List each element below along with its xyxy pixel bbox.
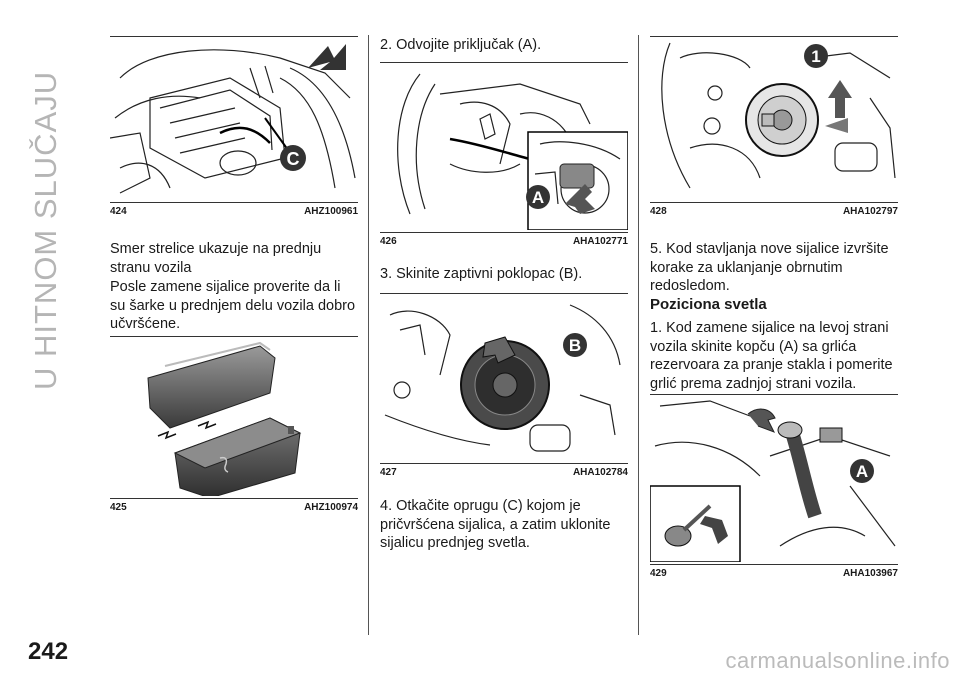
figure-424-number: 424	[110, 206, 127, 217]
figure-427-seal-cap-illustration: B	[380, 295, 628, 461]
step-5-text: 5. Kod stavljanja nove sijalice izvršite…	[650, 241, 889, 294]
figure-426-top-rule	[380, 62, 628, 63]
section-title-text: U HITNOM SLUČAJU	[28, 70, 63, 390]
figure-427-number: 427	[380, 467, 397, 478]
figure-428-code: AHA102797	[842, 206, 898, 217]
figure-429-number: 429	[650, 568, 667, 579]
figure-427-top-rule	[380, 293, 628, 294]
figure-428-top-rule	[650, 36, 898, 37]
figure-428-bottom-rule	[650, 202, 898, 203]
step-2-text: 2. Odvojite priključak (A).	[380, 37, 542, 53]
figure-428-callout: 1	[811, 47, 820, 66]
step-4-text: 4. Otkačite oprugu (C) kojom je pričvršć…	[380, 498, 611, 551]
watermark: carmanualsonline.info	[725, 648, 950, 673]
figure-425-caption: 425 AHZ100974	[110, 502, 358, 513]
figure-426-number: 426	[380, 236, 397, 247]
page-number: 242	[28, 638, 69, 665]
figure-427-bottom-rule	[380, 463, 628, 464]
figure-425-bottom-rule	[110, 498, 358, 499]
figure-429-caption: 429 AHA103967	[650, 568, 898, 579]
heading-position-lights: Poziciona svetla	[650, 296, 767, 313]
figure-424-bottom-rule	[110, 202, 358, 203]
paragraph-arrow-direction: Smer strelice ukazuje na prednju stranu …	[110, 241, 322, 276]
figure-429-top-rule	[650, 394, 898, 395]
figure-425-number: 425	[110, 502, 127, 513]
figure-424-engine-bay-illustration: C	[110, 38, 358, 200]
figure-427-code: AHA102784	[572, 467, 628, 478]
figure-429-bottom-rule	[650, 564, 898, 565]
figure-425-code: AHZ100974	[304, 502, 358, 513]
figure-425-top-rule	[110, 336, 358, 337]
figure-428-number: 428	[650, 206, 667, 217]
column-divider-2	[638, 35, 639, 635]
position-light-step-1-text: 1. Kod zamene sijalice na levoj strani v…	[650, 320, 893, 392]
figure-426-connector-illustration: A	[380, 64, 628, 230]
figure-424-code: AHZ100961	[304, 206, 358, 217]
figure-428-bulb-holder-illustration: 1	[650, 38, 898, 200]
figure-426-code: AHA102771	[572, 236, 628, 247]
figure-429-code: AHA103967	[842, 568, 898, 579]
figure-426-caption: 426 AHA102771	[380, 236, 628, 247]
figure-424-caption: 424 AHZ100961	[110, 206, 358, 217]
figure-425-air-box-illustration	[110, 338, 358, 496]
figure-428-caption: 428 AHA102797	[650, 206, 898, 217]
figure-429-callout: A	[856, 462, 868, 481]
figure-427-callout: B	[569, 336, 581, 355]
figure-426-callout: A	[532, 188, 544, 207]
paragraph-hinge-check: Posle zamene sijalice proverite da li su…	[110, 279, 356, 332]
figure-427-caption: 427 AHA102784	[380, 467, 628, 478]
figure-424-callout: C	[287, 149, 300, 169]
section-title: U HITNOM SLUČAJU	[20, 30, 63, 390]
column-divider-1	[368, 35, 369, 635]
figure-429-washer-filler-illustration: A	[650, 396, 898, 562]
step-3-text: 3. Skinite zaptivni poklopac (B).	[380, 266, 583, 282]
figure-426-bottom-rule	[380, 232, 628, 233]
figure-424-top-rule	[110, 36, 358, 37]
